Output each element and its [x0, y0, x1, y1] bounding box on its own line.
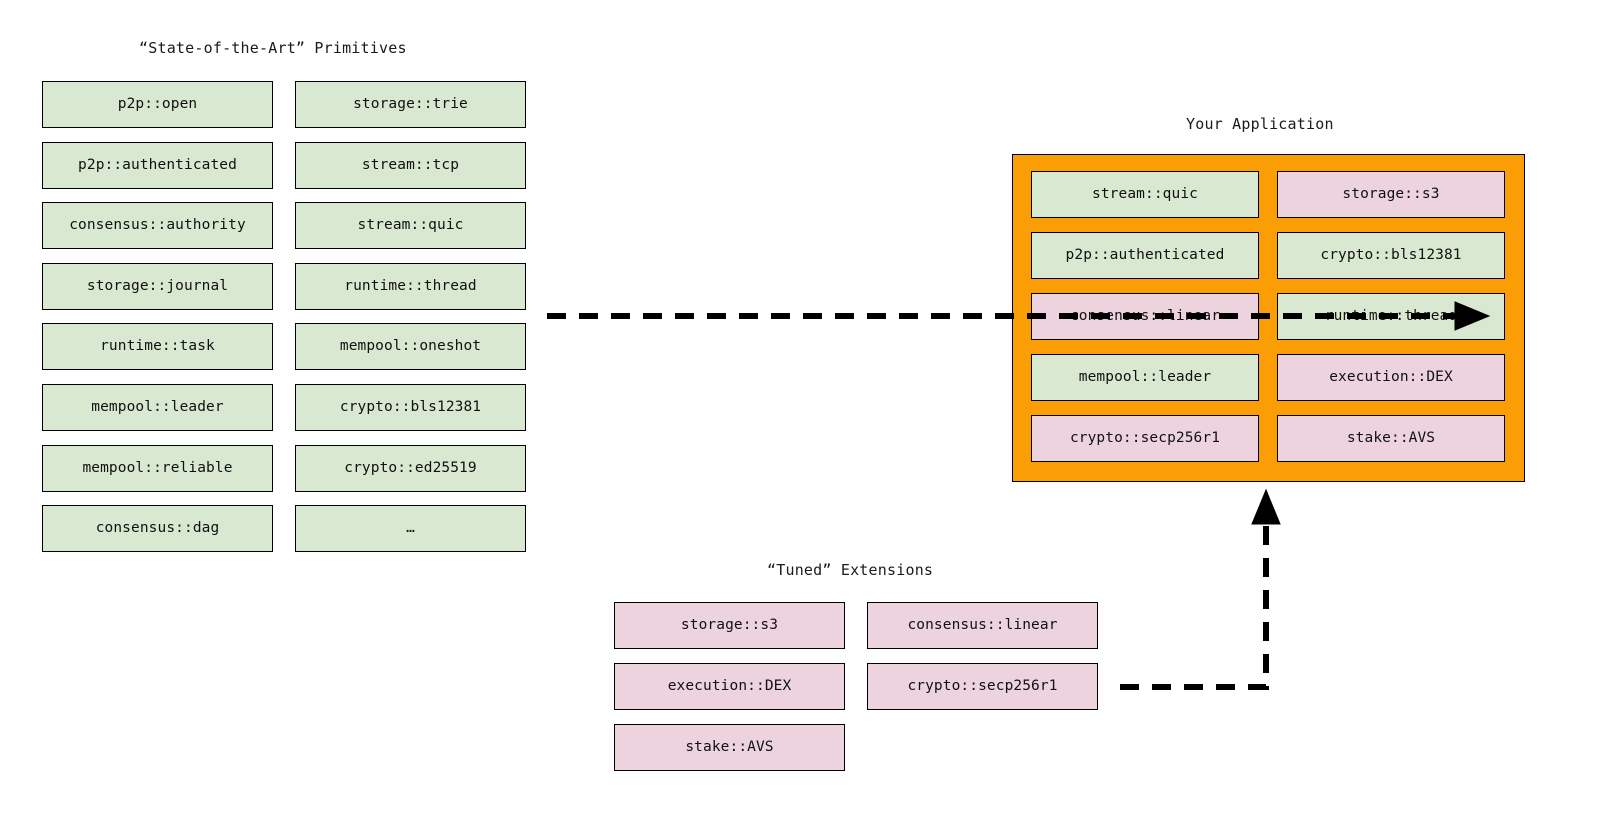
extension-node[interactable]: storage::s3 [614, 602, 845, 649]
extension-node[interactable]: stake::AVS [614, 724, 845, 771]
application-node[interactable]: crypto::secp256r1 [1031, 415, 1259, 462]
application-node[interactable]: mempool::leader [1031, 354, 1259, 401]
primitive-node[interactable]: crypto::bls12381 [295, 384, 526, 431]
primitive-node[interactable]: … [295, 505, 526, 552]
primitive-node[interactable]: stream::quic [295, 202, 526, 249]
primitive-node[interactable]: consensus::authority [42, 202, 273, 249]
application-section-title: Your Application [1186, 115, 1334, 133]
extension-node[interactable]: consensus::linear [867, 602, 1098, 649]
primitive-node[interactable]: storage::journal [42, 263, 273, 310]
primitives-section-title: “State-of-the-Art” Primitives [139, 39, 407, 57]
primitive-node[interactable]: mempool::leader [42, 384, 273, 431]
arrow-extensions-to-application [1120, 488, 1281, 690]
primitive-node[interactable]: consensus::dag [42, 505, 273, 552]
primitive-node[interactable]: runtime::thread [295, 263, 526, 310]
primitive-node[interactable]: mempool::reliable [42, 445, 273, 492]
application-node[interactable]: consensus::linear [1031, 293, 1259, 340]
extensions-section-title: “Tuned” Extensions [767, 561, 934, 579]
primitive-node[interactable]: crypto::ed25519 [295, 445, 526, 492]
primitive-node[interactable]: stream::tcp [295, 142, 526, 189]
application-node[interactable]: stake::AVS [1277, 415, 1505, 462]
arrowhead-icon [1251, 488, 1281, 525]
application-node[interactable]: stream::quic [1031, 171, 1259, 218]
primitive-node[interactable]: storage::trie [295, 81, 526, 128]
application-node[interactable]: runtime::thread [1277, 293, 1505, 340]
application-node[interactable]: execution::DEX [1277, 354, 1505, 401]
primitive-node[interactable]: mempool::oneshot [295, 323, 526, 370]
application-node[interactable]: p2p::authenticated [1031, 232, 1259, 279]
primitive-node[interactable]: p2p::authenticated [42, 142, 273, 189]
dashed-elbow-line [1120, 524, 1269, 690]
application-node[interactable]: crypto::bls12381 [1277, 232, 1505, 279]
primitive-node[interactable]: runtime::task [42, 323, 273, 370]
extension-node[interactable]: crypto::secp256r1 [867, 663, 1098, 710]
primitive-node[interactable]: p2p::open [42, 81, 273, 128]
extension-node[interactable]: execution::DEX [614, 663, 845, 710]
application-node[interactable]: storage::s3 [1277, 171, 1505, 218]
